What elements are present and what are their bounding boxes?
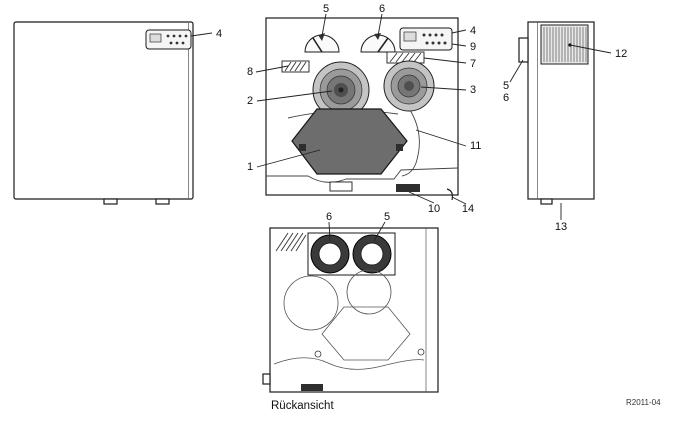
callout-10-open: 10 [428, 203, 440, 215]
callout-13-side: 13 [555, 221, 567, 233]
callout-8-open: 8 [247, 66, 253, 78]
open-panel-buttons [422, 33, 447, 45]
callout-5-rear: 5 [384, 211, 390, 223]
duct-port-right [352, 234, 392, 274]
callout-14-open: 14 [462, 203, 474, 215]
document-reference: R2011-04 [626, 398, 661, 407]
cable-hook [446, 188, 454, 201]
side-view: 12 5 6 13 [503, 21, 627, 233]
front-foot-left [103, 198, 118, 205]
gauge-needle-right [377, 37, 389, 53]
air-duct-outline [401, 109, 420, 177]
leader-line [509, 59, 524, 83]
callout-3-open: 3 [470, 84, 476, 96]
fan-left [312, 61, 370, 119]
leader-line [451, 196, 467, 205]
connector-block [396, 184, 420, 192]
leader-line [451, 29, 467, 34]
callout-9-open: 9 [470, 41, 476, 53]
leader-line [321, 13, 327, 37]
leader-line [190, 32, 213, 37]
callout-7-open: 7 [470, 58, 476, 70]
callout-5-open: 5 [323, 3, 329, 15]
filter-strip-left [281, 60, 310, 73]
fastener-left [299, 144, 306, 151]
callout-5-side: 5 [503, 80, 509, 92]
front-view: 4 [13, 21, 222, 205]
open-view: 5 6 4 9 7 8 [247, 3, 481, 215]
callout-4-front: 4 [216, 28, 222, 40]
rear-connector-block [301, 384, 323, 391]
side-grille [540, 24, 589, 65]
leader-line [569, 44, 612, 54]
callout-6-side: 6 [503, 92, 509, 104]
fastener-right [396, 144, 403, 151]
gauge-mark-right [374, 33, 381, 40]
leader-line [256, 149, 321, 168]
callout-6-open: 6 [379, 3, 385, 15]
fan-right [383, 60, 435, 112]
callout-4-open: 4 [470, 25, 476, 37]
side-foot [540, 198, 553, 205]
rear-grille-hatch [275, 232, 307, 252]
gauge-mark-left [318, 33, 325, 41]
leader-line [423, 57, 467, 64]
leader-line [415, 129, 467, 147]
screw-head [314, 350, 322, 358]
front-foot-right [155, 198, 170, 205]
gauge-needle-left [312, 37, 323, 53]
callout-12-side: 12 [615, 48, 627, 60]
heat-exchanger-hexagon [291, 108, 408, 175]
rear-mounting-tab [262, 373, 271, 385]
leader-line [408, 191, 435, 204]
leader-line [377, 13, 383, 37]
rear-cabinet [269, 227, 439, 393]
leader-line [420, 86, 467, 91]
leader-line [255, 65, 289, 73]
open-panel-display [403, 31, 417, 42]
leader-line [328, 221, 331, 242]
callout-1-open: 1 [247, 161, 253, 173]
front-panel-buttons [166, 34, 188, 45]
rear-internal-outlines [273, 269, 425, 370]
leader-line [373, 221, 386, 242]
callout-11-open: 11 [470, 140, 481, 152]
screw-head [417, 348, 425, 356]
rear-view: 6 5 Rückansicht [262, 211, 439, 412]
rear-view-caption: Rückansicht [271, 400, 334, 412]
side-duct-stub [518, 37, 529, 63]
callout-2-open: 2 [247, 95, 253, 107]
leader-line [451, 43, 467, 47]
front-panel-display [149, 33, 162, 43]
drain-fitting [329, 181, 353, 192]
leader-line [256, 90, 333, 102]
callout-6-rear: 6 [326, 211, 332, 223]
